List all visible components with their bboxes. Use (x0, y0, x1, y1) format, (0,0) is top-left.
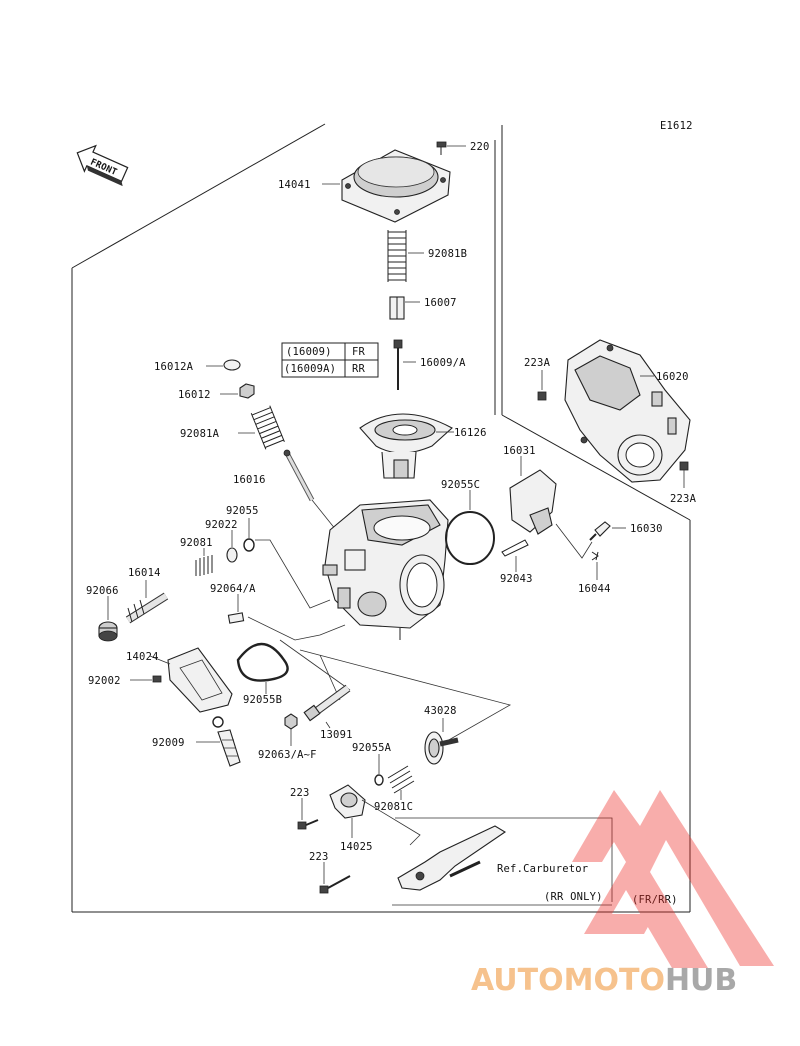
reference-fr-rr-label: (FR/RR) (632, 894, 678, 906)
variant-row-2-pos: RR (352, 363, 366, 375)
diaphragm-43028-icon (424, 718, 459, 765)
vacuum-piston-16126-icon (359, 413, 454, 479)
jet-92063-icon (284, 713, 298, 746)
chamber-cover-14025-icon (329, 784, 366, 838)
label-92081a: 92081A (180, 428, 220, 440)
float-16031-icon (509, 456, 557, 535)
needle-holder-16007-icon (389, 296, 420, 320)
label-92081c: 92081C (374, 801, 413, 813)
diagram-frame (71, 123, 691, 913)
watermark-text-1: AUTOMOTO (471, 963, 665, 998)
spring-92081a-icon (250, 405, 285, 450)
variant-row-1-part: (16009) (286, 346, 332, 358)
variant-row-2-part: (16009A) (284, 363, 336, 375)
screw-223-upper-icon (297, 798, 319, 830)
label-223a-bottom: 223A (670, 493, 697, 505)
diagram-code: E1612 (660, 120, 693, 132)
washer-16012a-icon (206, 359, 241, 371)
carb-top-cover-icon (322, 149, 451, 223)
oring-92055a-icon (374, 754, 384, 786)
variant-row-1-pos: FR (352, 346, 366, 358)
label-92043: 92043 (500, 573, 533, 585)
watermark-triangle-icon (572, 790, 774, 968)
label-43028: 43028 (424, 705, 457, 717)
screw-92002-icon (130, 675, 162, 683)
label-92081b: 92081B (428, 248, 467, 260)
label-14025: 14025 (340, 841, 373, 853)
label-92064a: 92064/A (210, 583, 256, 595)
label-16007: 16007 (424, 297, 457, 309)
pin-92043-icon (501, 539, 529, 572)
label-92055c: 92055C (441, 479, 480, 491)
nut-16012-icon (220, 383, 255, 399)
spring-92081c-icon (387, 765, 415, 800)
label-92066: 92066 (86, 585, 119, 597)
label-223-lower: 223 (309, 851, 329, 863)
jet-needle-16009-icon (393, 339, 416, 390)
choke-cover-14024-icon (149, 647, 233, 713)
clip-16044-icon (591, 551, 599, 580)
label-92022: 92022 (205, 519, 238, 531)
label-16044: 16044 (578, 583, 611, 595)
shaft-13091-icon (303, 684, 351, 729)
watermark-text-2: HUB (665, 963, 737, 998)
label-92063af: 92063/A~F (258, 749, 317, 761)
label-92055a: 92055A (352, 742, 392, 754)
label-92009: 92009 (152, 737, 185, 749)
label-16126: 16126 (454, 427, 487, 439)
chamber-16020-icon (564, 339, 691, 483)
rod-16016-icon (283, 449, 337, 531)
label-92055b: 92055B (243, 694, 282, 706)
label-223-upper: 223 (290, 787, 310, 799)
gasket-92055b-icon (236, 642, 289, 694)
label-16030: 16030 (630, 523, 663, 535)
variant-table: (16009) FR (16009A) RR (281, 342, 379, 378)
label-16031: 16031 (503, 445, 536, 457)
label-16014: 16014 (128, 567, 161, 579)
needle-valve-16030-icon (589, 521, 626, 541)
reference-rr-only-label: (RR ONLY) (544, 891, 603, 903)
label-92002: 92002 (88, 675, 121, 687)
screw-223a-top-icon (537, 370, 547, 401)
label-92055: 92055 (226, 505, 259, 517)
jet-92009-icon (196, 716, 241, 767)
oring-92055-icon (243, 518, 255, 552)
washer-92022-icon (226, 530, 238, 563)
screw-220-icon (436, 141, 466, 155)
throttle-lever-icon (397, 825, 507, 891)
spring-92081b-icon (387, 230, 424, 282)
front-arrow-icon: FRONT (76, 144, 129, 187)
label-13091: 13091 (320, 729, 353, 741)
screw-223-lower-icon (319, 862, 351, 894)
label-16012: 16012 (178, 389, 211, 401)
label-14024: 14024 (126, 651, 159, 663)
label-92081: 92081 (180, 537, 213, 549)
label-16020: 16020 (656, 371, 689, 383)
screw-223a-bottom-icon (679, 461, 689, 488)
cap-92066-icon (98, 596, 118, 642)
label-16016: 16016 (233, 474, 266, 486)
spring-92081-icon (195, 548, 213, 576)
svg-text:AUTOMOTOHUB: AUTOMOTOHUB (471, 963, 737, 998)
label-16009a: 16009/A (420, 357, 466, 369)
label-220: 220 (470, 141, 490, 153)
gasket-92055c-icon (445, 490, 495, 565)
label-14041: 14041 (278, 179, 311, 191)
plunger-16014-icon (125, 580, 169, 624)
plug-92064a-icon (227, 594, 245, 624)
watermark-logo: AUTOMOTOHUB (471, 790, 774, 998)
label-223a-top: 223A (524, 357, 551, 369)
label-16012a: 16012A (154, 361, 194, 373)
carburetor-body-icon (322, 499, 449, 640)
reference-carburetor-label: Ref.Carburetor (497, 863, 588, 875)
